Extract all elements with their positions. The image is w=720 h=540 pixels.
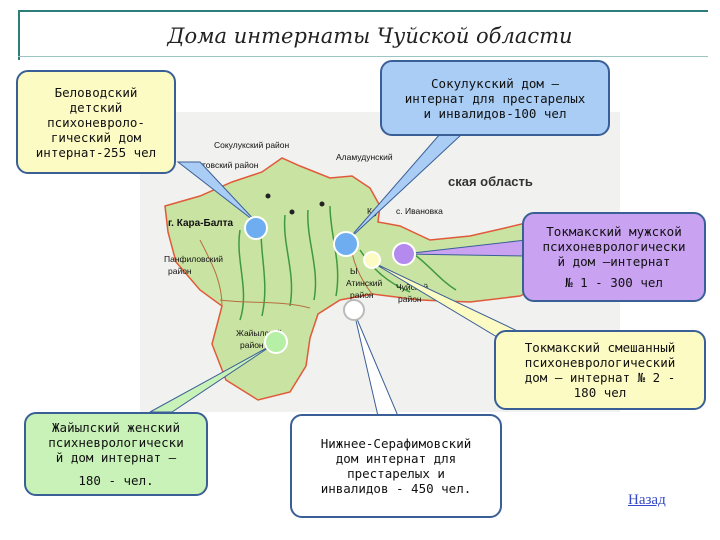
callout-line: психоневроло- [47, 114, 145, 130]
marker-nizhne-serafim [343, 299, 365, 321]
marker-sokuluk [333, 231, 359, 257]
callout-line: Нижнее-Серафимовский [320, 436, 472, 451]
callout-line: й дом интернат – [55, 450, 177, 465]
callout-line: детский [69, 99, 123, 115]
map-label-alamudun: Аламудунский [336, 152, 393, 162]
frame-line-left [18, 10, 20, 60]
callout-line: 180 чел [573, 385, 627, 400]
map-label-sokuluk: Сокулукский район [214, 140, 290, 150]
map-label-panfilov-2: район [168, 266, 192, 276]
callout-nizhne-serafim: Нижнее-Серафимовский дом интернат для пр… [290, 414, 502, 518]
callout-line: 180 - чел. [78, 473, 154, 488]
callout-line: интернат-255 чел [35, 144, 157, 160]
frame-line-title [18, 56, 708, 57]
settlement-dot [265, 193, 271, 199]
callout-line: психоневрологический [524, 355, 676, 370]
pointer-belovodsky [176, 161, 259, 225]
marker-tokmak-male [392, 242, 416, 266]
map-label-ysyk-ata: Ы [350, 266, 358, 276]
callout-tokmak-male: Токмакский мужской психоневрологически й… [522, 212, 706, 302]
callout-line: престарелых и [347, 466, 445, 481]
marker-tokmak-mixed [363, 251, 381, 269]
settlement-dot [319, 201, 325, 207]
river-1 [238, 229, 245, 321]
map-label-kemin: Ка [367, 206, 377, 216]
callout-line: дом – интернат № 2 - [524, 370, 676, 385]
map-label-oblast: ская область [448, 174, 533, 189]
callout-line: психневрологически [48, 435, 184, 450]
callout-line: Жайылский женский [52, 420, 180, 435]
callout-sokuluk: Сокулукский дом – интернат для престарел… [380, 60, 610, 136]
callout-line: Токмакский смешанный [524, 340, 676, 355]
callout-line: Сокулукский дом – [431, 75, 559, 91]
river-7 [414, 254, 457, 291]
map-label-ysyk-ata-3: район [350, 290, 374, 300]
river-4 [307, 209, 317, 301]
callout-zhaiyl-female: Жайылский женский психневрологически й д… [24, 412, 208, 496]
map-label-chui: Чуйский [396, 282, 428, 292]
map-label-ysyk-ata-2: Атинский [346, 278, 383, 288]
marker-belovodsky [244, 216, 268, 240]
map-label-kara-balta: г. Кара-Балта [168, 218, 234, 229]
map-label-zhaiyl: Жайылский [236, 328, 282, 338]
callout-line: инвалидов - 450 чел. [320, 481, 472, 496]
callout-line: Беловодский [54, 84, 138, 100]
map-label-ivanovka: с. Ивановка [396, 206, 443, 216]
callout-line: № 1 - 300 чел [565, 275, 663, 290]
callout-line: й дом –интернат [557, 254, 671, 269]
callout-line: психоневрологически [542, 239, 686, 254]
frame-line-top [18, 10, 708, 12]
map-label-moskovsky: товский район [202, 160, 259, 170]
callout-line: гический дом [50, 129, 142, 145]
page-title: Дома интернаты Чуйской области [167, 24, 573, 48]
district-border-3 [199, 239, 223, 307]
river-3 [283, 214, 293, 307]
settlement-dot [289, 209, 295, 215]
callout-line: интернат для престарелых [404, 90, 586, 106]
map-label-panfilov: Панфиловский [164, 254, 223, 264]
callout-line: Токмакский мужской [546, 224, 682, 239]
back-link[interactable]: Назад [628, 492, 666, 508]
marker-zhaiyl [264, 330, 288, 354]
map-label-zhaiyl-2: район [240, 340, 264, 350]
district-border-1 [219, 299, 311, 309]
callout-belovodsky: Беловодский детский психоневроло- гическ… [16, 70, 176, 174]
map-label-chui-2: район [398, 294, 422, 304]
callout-tokmak-mixed: Токмакский смешанный психоневрологически… [494, 330, 706, 410]
callout-line: дом интернат для [335, 451, 457, 466]
river-6 [359, 249, 411, 293]
callout-line: и инвалидов-100 чел [423, 105, 567, 121]
